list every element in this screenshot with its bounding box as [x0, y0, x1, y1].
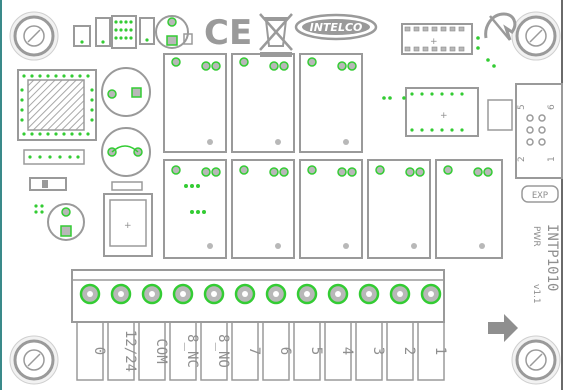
svg-text:EXP: EXP — [532, 191, 549, 201]
svg-text:INTELCO: INTELCO — [310, 21, 363, 34]
ic-chip-large — [17, 69, 97, 141]
svg-text:+: + — [124, 221, 132, 231]
relay — [435, 159, 503, 259]
terminal-label-box — [355, 321, 383, 381]
terminal-label-box — [293, 321, 321, 381]
terminal-label-box — [324, 321, 352, 381]
terminal-label: 8_NC — [184, 334, 200, 368]
transformer-block: + — [103, 181, 153, 257]
ic-chip-right: + — [405, 87, 479, 137]
mounting-hole-icon — [511, 11, 561, 61]
svg-text:1: 1 — [547, 156, 557, 162]
terminal-labels: 0 12/24 COM 8_NC 8_NO 7 6 5 4 3 2 1 — [76, 321, 448, 381]
terminal-screw-pad — [172, 283, 194, 305]
terminal-label: 0 — [91, 347, 107, 355]
terminal-screw-pad — [265, 283, 287, 305]
capacitor-top — [101, 67, 151, 117]
svg-text:+: + — [440, 111, 448, 121]
mounting-hole-icon — [511, 335, 561, 385]
relay — [299, 159, 363, 259]
weee-bin-icon — [259, 13, 293, 57]
svg-text:2: 2 — [517, 156, 527, 162]
svg-text:6: 6 — [547, 104, 557, 110]
terminal-screw-pad — [141, 283, 163, 305]
terminal-screw-pad — [203, 283, 225, 305]
terminal-label-box — [200, 321, 228, 381]
terminal-screw-pad — [79, 283, 101, 305]
exp-connector: 5 6 2 1 — [487, 83, 563, 179]
terminal-screw-pad — [327, 283, 349, 305]
svg-text:CE: CE — [204, 13, 252, 53]
terminal-screw-pad — [389, 283, 411, 305]
relay — [231, 159, 295, 259]
terminal-label: 7 — [246, 347, 262, 355]
terminal-pads — [79, 283, 442, 305]
terminal-label: 1 — [432, 347, 448, 355]
diode-component — [29, 177, 67, 191]
terminal-label-box — [231, 321, 259, 381]
ic-chip-top: + — [401, 23, 496, 68]
terminal-label-box — [169, 321, 197, 381]
terminal-label-box — [138, 321, 166, 381]
relay — [299, 53, 363, 153]
relay-row-bottom — [163, 159, 503, 259]
relay-row-top — [163, 53, 363, 153]
arrow-right-icon — [488, 314, 518, 342]
svg-text:PWR: PWR — [531, 226, 541, 247]
terminal-label: 4 — [339, 347, 355, 355]
board-model-text: INTP1010 PWR v1.1 — [531, 224, 560, 304]
ce-mark-icon: CE — [204, 13, 252, 53]
led-component — [155, 15, 193, 49]
terminal-label: 8_NO — [215, 334, 231, 368]
terminal-label: 3 — [370, 347, 386, 355]
capacitor-small — [47, 203, 85, 241]
terminal-label-box — [386, 321, 414, 381]
mounting-hole-icon — [9, 335, 59, 385]
terminal-label: COM — [153, 338, 169, 363]
relay — [231, 53, 295, 153]
relay — [163, 53, 227, 153]
svg-text:+: + — [430, 37, 438, 47]
terminal-label-box — [262, 321, 290, 381]
terminal-label-box — [417, 321, 445, 381]
terminal-label-box — [107, 321, 135, 381]
svg-text:v1.1: v1.1 — [531, 284, 541, 304]
terminal-label: 6 — [277, 347, 293, 355]
relay — [163, 159, 227, 259]
exp-label-box: EXP — [521, 185, 559, 203]
esd-hand-icon — [484, 12, 517, 41]
terminal-screw-pad — [296, 283, 318, 305]
terminal-label: 12/24 — [122, 330, 138, 372]
intelco-logo: INTELCO — [294, 13, 378, 41]
terminal-label: 2 — [401, 347, 417, 355]
svg-text:5: 5 — [517, 104, 527, 110]
terminal-screw-pad — [358, 283, 380, 305]
terminal-label: 5 — [308, 347, 324, 355]
header-cluster — [73, 15, 155, 49]
mounting-hole-icon — [9, 11, 59, 61]
resistor-array — [23, 149, 85, 165]
capacitor-middle — [101, 127, 151, 177]
via-cluster — [34, 96, 406, 214]
terminal-screw-pad — [420, 283, 442, 305]
terminal-screw-pad — [110, 283, 132, 305]
svg-text:INTP1010: INTP1010 — [544, 224, 560, 291]
relay — [367, 159, 431, 259]
terminal-label-box — [76, 321, 104, 381]
terminal-screw-pad — [234, 283, 256, 305]
